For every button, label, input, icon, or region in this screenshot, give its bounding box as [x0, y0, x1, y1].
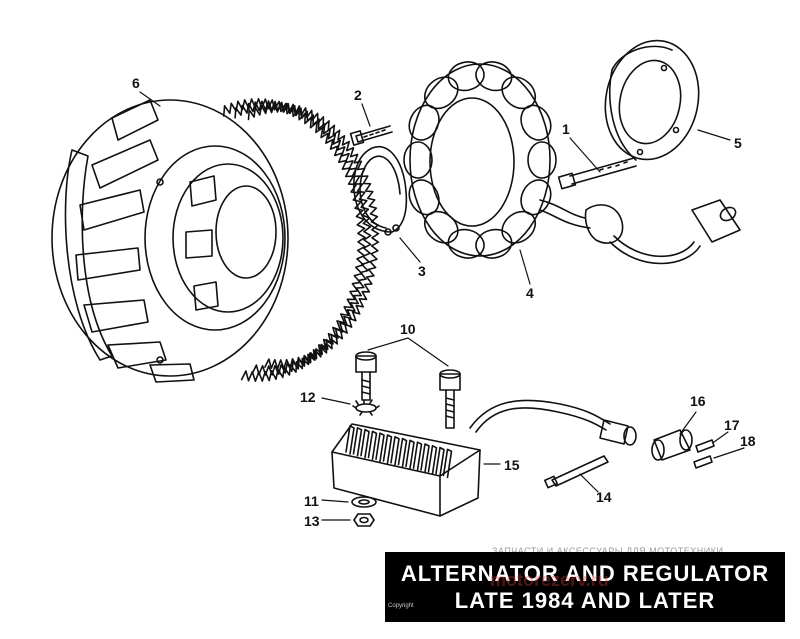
- regulator-part-15: [331, 399, 637, 517]
- watermark-top: ЗАПЧАСТИ И АКСЕССУАРЫ ДЛЯ МОТОТЕХНИКИ: [492, 546, 724, 556]
- watermark-site: motorezerv.ru: [490, 570, 609, 590]
- callout-15: 15: [504, 457, 520, 473]
- stator-poles: [403, 61, 557, 259]
- callout-2: 2: [354, 87, 362, 103]
- title-line-1: ALTERNATOR AND REGULATOR: [400, 561, 770, 586]
- callout-14: 14: [596, 489, 612, 505]
- callout-12: 12: [300, 389, 316, 405]
- callout-5: 5: [734, 135, 742, 151]
- callout-11: 11: [304, 493, 319, 509]
- callout-18: 18: [740, 433, 756, 449]
- clutch-shell-part-6: [51, 98, 380, 383]
- callout-10: 10: [400, 321, 416, 337]
- stator-part-4: [403, 61, 741, 265]
- title-line-2: LATE 1984 AND LATER: [454, 588, 716, 613]
- regulator-cooling-fins: [345, 425, 453, 479]
- bolt-part-10a: [355, 351, 377, 401]
- lock-washer-part-12: [352, 399, 380, 416]
- washer-part-11: [351, 496, 377, 508]
- callout-4: 4: [526, 285, 534, 301]
- starter-ring-gear: [222, 98, 380, 382]
- screw-part-2: [349, 125, 393, 146]
- bolt-part-1: [557, 157, 637, 190]
- leader-lines: [139, 91, 745, 521]
- callout-numbers: 6 2 3 4 5 1 10 12 11 13 15 14 16 17 18: [132, 75, 756, 529]
- callout-16: 16: [690, 393, 706, 409]
- callout-13: 13: [304, 513, 320, 529]
- connector-part-16: [651, 429, 693, 461]
- rotor-part-5: [604, 39, 700, 161]
- terminal-part-18: [693, 455, 713, 469]
- title-box: ALTERNATOR AND REGULATOR LATE 1984 AND L…: [385, 552, 785, 622]
- callout-17: 17: [724, 417, 740, 433]
- callout-3: 3: [418, 263, 426, 279]
- callout-6: 6: [132, 75, 140, 91]
- cable-strap-part-14: [544, 455, 609, 489]
- nut-part-13: [353, 513, 375, 527]
- bolt-part-10b: [439, 369, 461, 429]
- watermark-copyright: Copyright: [388, 603, 414, 609]
- callout-1: 1: [562, 121, 570, 137]
- retaining-ring-part-3: [353, 145, 408, 236]
- terminal-part-17: [695, 439, 715, 453]
